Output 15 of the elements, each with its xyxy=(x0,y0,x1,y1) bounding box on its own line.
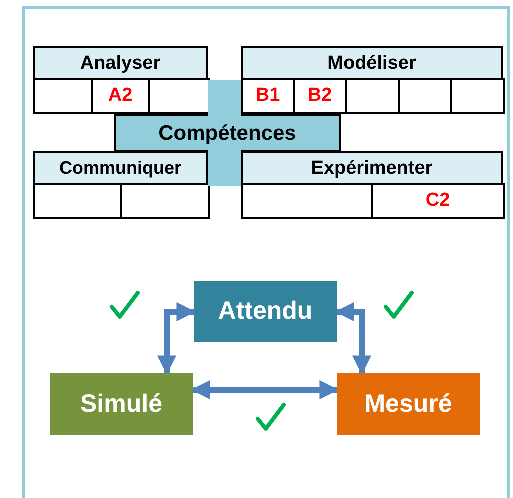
competence-code: B2 xyxy=(308,84,332,108)
double-arrow xyxy=(335,302,372,375)
result-box: Mesuré xyxy=(337,373,480,435)
competence-code: A2 xyxy=(108,84,133,108)
category-header: Analyser xyxy=(33,46,208,80)
category-header: Expérimenter xyxy=(241,151,503,185)
double-arrow xyxy=(191,380,339,400)
category-title: Compétences xyxy=(158,122,296,144)
competence-code: C2 xyxy=(426,188,450,213)
double-arrow xyxy=(157,302,196,375)
competence-code: B1 xyxy=(256,84,280,108)
result-box: Attendu xyxy=(194,281,337,342)
category-header: Communiquer xyxy=(33,151,208,185)
category-header: Modéliser xyxy=(241,46,503,80)
result-box: Simulé xyxy=(50,373,193,435)
